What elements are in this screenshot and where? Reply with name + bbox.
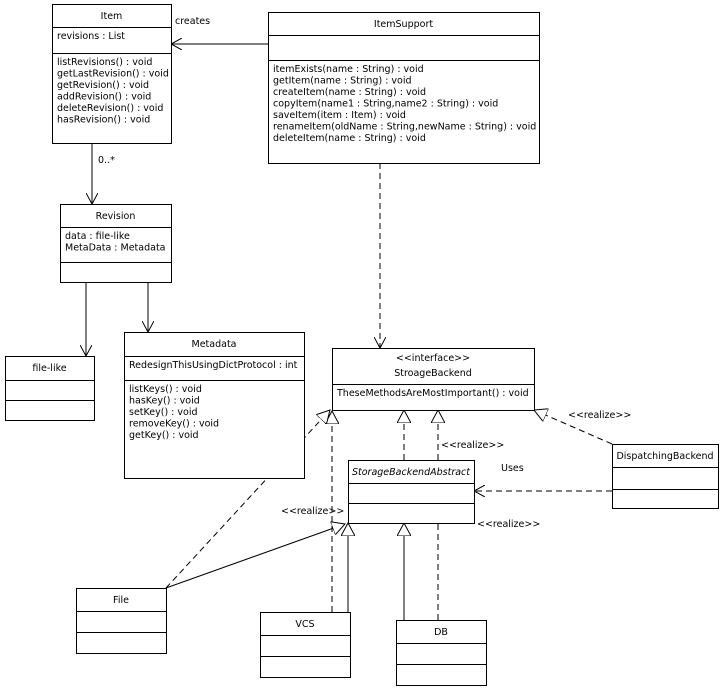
class-name: Item — [101, 11, 123, 22]
class-operation: getItem(name : String) : void — [273, 76, 412, 87]
class-operation: deleteRevision() : void — [57, 103, 163, 114]
class-operation: itemExists(name : String) : void — [273, 64, 424, 75]
class-operation: hasKey() : void — [129, 396, 200, 407]
realize-label-file: <<realize>> — [281, 506, 344, 517]
class-box — [5, 356, 95, 421]
class-box — [612, 444, 719, 509]
class-operation: getRevision() : void — [57, 80, 149, 91]
edge-labels: creates 0..* Uses <<realize>> <<realize>… — [98, 16, 631, 530]
class-box — [60, 204, 172, 283]
class-stereotype: <<interface>> — [396, 353, 470, 364]
class-file[interactable]: File — [76, 588, 167, 654]
class-vcs[interactable]: VCS — [260, 612, 351, 678]
class-dispatchingbackend[interactable]: DispatchingBackend — [612, 444, 719, 509]
class-operation: hasRevision() : void — [57, 115, 150, 126]
class-filelike[interactable]: file-like — [5, 356, 95, 421]
file-extends-abstract — [165, 524, 345, 589]
class-name: DispatchingBackend — [616, 451, 713, 462]
class-name: file-like — [32, 363, 66, 374]
realize-label-db: <<realize>> — [477, 519, 540, 530]
class-box — [332, 348, 535, 411]
class-db[interactable]: DB — [396, 620, 487, 686]
class-attribute: revisions : List — [57, 31, 125, 42]
class-item[interactable]: Item revisions : List listRevisions() : vo… — [52, 4, 172, 144]
class-box — [260, 612, 351, 678]
realize-label-abstract: <<realize>> — [441, 440, 504, 451]
class-box — [268, 12, 540, 164]
class-name: StroageBackend — [394, 368, 472, 379]
class-attribute: RedesignThisUsingDictProtocol : int — [129, 360, 298, 371]
class-name: ItemSupport — [374, 19, 433, 30]
class-operation: deleteItem(name : String) : void — [273, 133, 426, 144]
class-name: VCS — [295, 619, 314, 630]
class-itemsupport[interactable]: ItemSupport itemExists(name : String) : v… — [268, 12, 540, 164]
class-operation: getKey() : void — [129, 430, 199, 441]
class-operation: createItem(name : String) : void — [273, 87, 426, 98]
class-operation: TheseMethodsAreMostImportant() : void — [336, 388, 529, 399]
dispatching-realizes-backend — [534, 410, 613, 445]
class-operation: renameItem(oldName : String,newName : St… — [273, 122, 536, 133]
uses-label: Uses — [501, 463, 524, 474]
class-name: StorageBackendAbstract — [352, 467, 471, 478]
relationships — [86, 44, 613, 620]
class-box — [396, 620, 487, 686]
multiplicity-label: 0..* — [98, 155, 115, 166]
class-operation: listRevisions() : void — [57, 57, 152, 68]
class-box — [76, 588, 167, 654]
class-name: Revision — [96, 211, 136, 222]
class-stroagebackend[interactable]: <<interface>> StroageBackendTheseMethodsA… — [332, 348, 535, 411]
class-box — [348, 460, 475, 524]
class-attribute: MetaData : Metadata — [65, 243, 166, 254]
class-operation: copyItem(name1 : String,name2 : String) … — [273, 99, 498, 110]
class-name: File — [113, 595, 129, 606]
class-storagebackendabstract[interactable]: StorageBackendAbstract — [348, 460, 475, 524]
class-operation: addRevision() : void — [57, 92, 151, 103]
class-attribute: data : file-like — [65, 231, 130, 242]
creates-label: creates — [175, 16, 210, 27]
class-operation: getLastRevision() : void — [57, 69, 169, 80]
classes: Item revisions : List listRevisions() : vo… — [5, 4, 719, 686]
class-operation: listKeys() : void — [129, 384, 202, 395]
class-operation: removeKey() : void — [129, 419, 219, 430]
realize-label-dispatching: <<realize>> — [568, 410, 631, 421]
class-operation: saveItem(item : Item) : void — [273, 110, 406, 121]
class-operation: setKey() : void — [129, 407, 198, 418]
class-name: Metadata — [192, 339, 237, 350]
class-name: DB — [434, 627, 448, 638]
